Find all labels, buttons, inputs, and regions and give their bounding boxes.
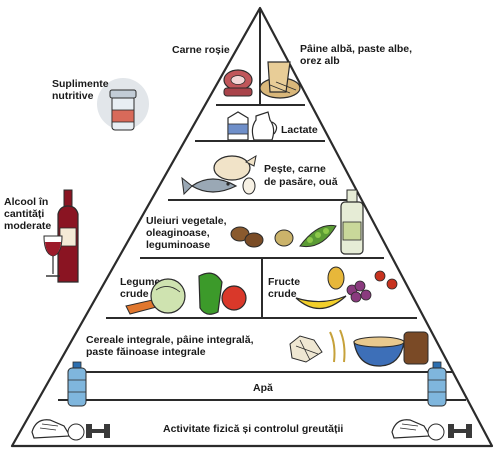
milk-jug-icon	[251, 111, 278, 141]
supplements-label-line-1: Suplimente	[52, 78, 109, 90]
peas-icon	[299, 224, 337, 248]
tier-label-white-bread: Pâine albă, paste albe, orez alb	[300, 43, 415, 67]
fruits-icon	[295, 266, 398, 310]
alcohol-label: Alcool în cantități moderate	[4, 196, 51, 232]
tier-label-vegetables: Legume crude	[120, 276, 163, 300]
chicken-icon	[213, 154, 257, 181]
tier-label-oils-line-3: leguminoase	[146, 239, 210, 251]
alcohol-label-line-1: Alcool în	[4, 196, 49, 208]
tier-label-protein-line-2: de pasăre, ouă	[264, 176, 338, 188]
tier-label-fruits: Fructe crude	[268, 276, 303, 300]
bread-icon	[259, 61, 301, 99]
tier-label-grains-line-1: Cereale integrale, pâine integrală,	[86, 334, 254, 346]
supplements-label: Suplimente nutritive	[52, 78, 109, 102]
pyramid-outline	[10, 6, 494, 448]
nuts-icon	[230, 226, 294, 248]
tier-label-white-bread-line-2: orez alb	[300, 55, 340, 67]
milk-carton-icon	[227, 111, 249, 141]
tier-label-vegetables-line-2: crude	[120, 288, 149, 300]
ball-icon	[67, 423, 445, 441]
tier-label-fruits-line-2: crude	[268, 288, 297, 300]
meat-icon	[223, 69, 253, 97]
supplements-label-line-2: nutritive	[52, 90, 94, 102]
tier-label-oils-line-1: Uleiuri vegetale,	[146, 215, 227, 227]
tier-dividers	[58, 8, 466, 401]
tier-label-fruits-line-1: Fructe	[268, 276, 300, 288]
tier-label-vegetables-line-1: Legume	[120, 276, 160, 288]
tier-label-oils-line-2: oleaginoase,	[146, 227, 210, 239]
tier-label-dairy: Lactate	[281, 124, 318, 136]
egg-icon	[242, 177, 256, 195]
tier-label-grains: Cereale integrale, pâine integrală, past…	[86, 334, 256, 358]
tier-label-grains-line-2: paste făinoase integrale	[86, 346, 206, 358]
grains-icon	[289, 329, 346, 363]
alcohol-label-line-2: cantități	[4, 208, 45, 220]
tier-label-white-bread-line-1: Pâine albă, paste albe,	[300, 43, 412, 55]
dumbbell-icon	[448, 424, 472, 438]
fish-icon	[181, 176, 238, 196]
bowl-icon	[353, 331, 429, 367]
tier-label-protein: Pește, carne de pasăre, ouă	[264, 163, 338, 188]
tier-label-red-meat: Carne roșie	[172, 44, 230, 56]
water-bottle-icon	[427, 361, 447, 407]
wine-bottle-icon	[57, 189, 79, 283]
tier-label-activity: Activitate fizică și controlul greutății	[163, 423, 343, 435]
dumbbell-icon	[86, 424, 110, 438]
alcohol-label-line-3: moderate	[4, 220, 52, 232]
wine-glass-icon	[43, 235, 63, 277]
tier-label-protein-line-1: Pește, carne	[264, 163, 326, 175]
vegetables-icon	[125, 272, 247, 315]
pill-jar-icon	[97, 78, 149, 131]
oil-bottle-icon	[340, 189, 364, 255]
water-bottle-icon	[67, 361, 87, 407]
tier-label-water: Apă	[253, 382, 273, 394]
tier-label-oils: Uleiuri vegetale, oleaginoase, leguminoa…	[146, 215, 229, 251]
